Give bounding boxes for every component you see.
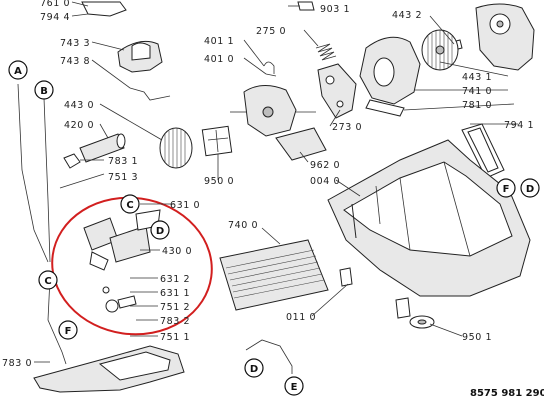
label-631-0: 631 0 — [170, 200, 200, 211]
label-401-0: 401 0 — [204, 54, 234, 65]
callout-f-left-letter: F — [65, 326, 72, 337]
label-751-1: 751 1 — [160, 332, 190, 343]
label-751-2: 751 2 — [160, 302, 190, 313]
label-631-2: 631 2 — [160, 274, 190, 285]
blower-housing — [475, 3, 535, 71]
callout-d-bottom: D — [244, 358, 264, 378]
gasket-950-0 — [201, 125, 233, 157]
callouts: A B C D E F C D — [8, 60, 540, 396]
drive-motor — [230, 85, 316, 137]
bracket-top — [81, 1, 127, 17]
label-443-2: 443 2 — [392, 10, 422, 21]
callout-b-top: B — [34, 80, 54, 100]
clip-401 — [263, 61, 277, 77]
label-783-2: 783 2 — [160, 316, 190, 327]
leader-lines — [34, 1, 518, 363]
fan-wheel-left — [159, 127, 193, 169]
callout-f-right: F — [496, 178, 516, 198]
label-741-0: 741 0 — [462, 86, 492, 97]
label-420-0: 420 0 — [64, 120, 94, 131]
heater-housing — [327, 139, 531, 297]
grommet-950-1 — [409, 315, 435, 329]
spring-275 — [315, 43, 337, 61]
label-740-0: 740 0 — [228, 220, 258, 231]
label-794-4: 794 4 — [40, 12, 70, 23]
label-781-0: 781 0 — [462, 100, 492, 111]
fitting-lower-1 — [339, 267, 353, 287]
callout-d-bottom-letter: D — [250, 364, 258, 375]
diagram-code: 8575 981 290 — [470, 388, 544, 399]
highlight-circle — [51, 196, 213, 336]
gasket-794-1 — [461, 123, 505, 179]
label-761-0: 761 0 — [40, 0, 70, 9]
label-631-1: 631 1 — [160, 288, 190, 299]
callout-d-mid: D — [150, 220, 170, 240]
label-273-0: 273 0 — [332, 122, 362, 133]
label-783-1: 783 1 — [108, 156, 138, 167]
label-950-0: 950 0 — [204, 176, 234, 187]
label-443-1: 443 1 — [462, 72, 492, 83]
part-labels: 761 0 794 4 903 1 443 2 743 3 743 8 401 … — [2, 0, 534, 369]
cable-b — [43, 97, 51, 263]
callout-e-letter: E — [291, 382, 298, 393]
label-743-8: 743 8 — [60, 56, 90, 67]
cable-a — [17, 83, 49, 263]
callout-f-left: F — [58, 320, 78, 340]
callout-a-letter: A — [14, 66, 22, 77]
callout-a-top: A — [8, 60, 28, 80]
label-743-3: 743 3 — [60, 38, 90, 49]
label-962-0: 962 0 — [310, 160, 340, 171]
fan-wheel-right — [421, 29, 459, 71]
lever-273 — [317, 63, 357, 119]
nut-783 — [63, 153, 81, 169]
bracket-743 — [117, 40, 163, 73]
label-903-1: 903 1 — [320, 4, 350, 15]
label-004-0: 004 0 — [310, 176, 340, 187]
label-794-1: 794 1 — [504, 120, 534, 131]
blower-motor — [359, 36, 421, 117]
label-443-0: 443 0 — [64, 100, 94, 111]
label-950-1: 950 1 — [462, 332, 492, 343]
fitting-lower-2 — [395, 297, 411, 319]
callout-c-left-letter: C — [44, 276, 51, 287]
cable-f — [47, 277, 67, 365]
callout-c-letter: C — [126, 200, 133, 211]
label-430-0: 430 0 — [162, 246, 192, 257]
callout-c-left: C — [38, 270, 58, 290]
label-275-0: 275 0 — [256, 26, 286, 37]
label-401-1: 401 1 — [204, 36, 234, 47]
label-011-0: 011 0 — [286, 312, 316, 323]
label-783-0: 783 0 — [2, 358, 32, 369]
label-751-3: 751 3 — [108, 172, 138, 183]
control-valve-assembly — [83, 209, 161, 313]
heater-core — [219, 239, 329, 311]
callout-d-right-letter: D — [526, 184, 534, 195]
callout-e-right: E — [284, 376, 304, 396]
callout-b-letter: B — [40, 86, 48, 97]
callout-f-letter: F — [503, 184, 510, 195]
callout-c-top: C — [120, 194, 140, 214]
callout-d-right: D — [520, 178, 540, 198]
floor-duct — [33, 345, 185, 393]
cylinder-420 — [79, 133, 126, 163]
cable-d-e — [245, 339, 293, 374]
bracket-962 — [275, 127, 327, 161]
clip-903 — [297, 1, 315, 11]
wire-743-8 — [129, 87, 171, 101]
callout-d-letter: D — [156, 226, 164, 237]
